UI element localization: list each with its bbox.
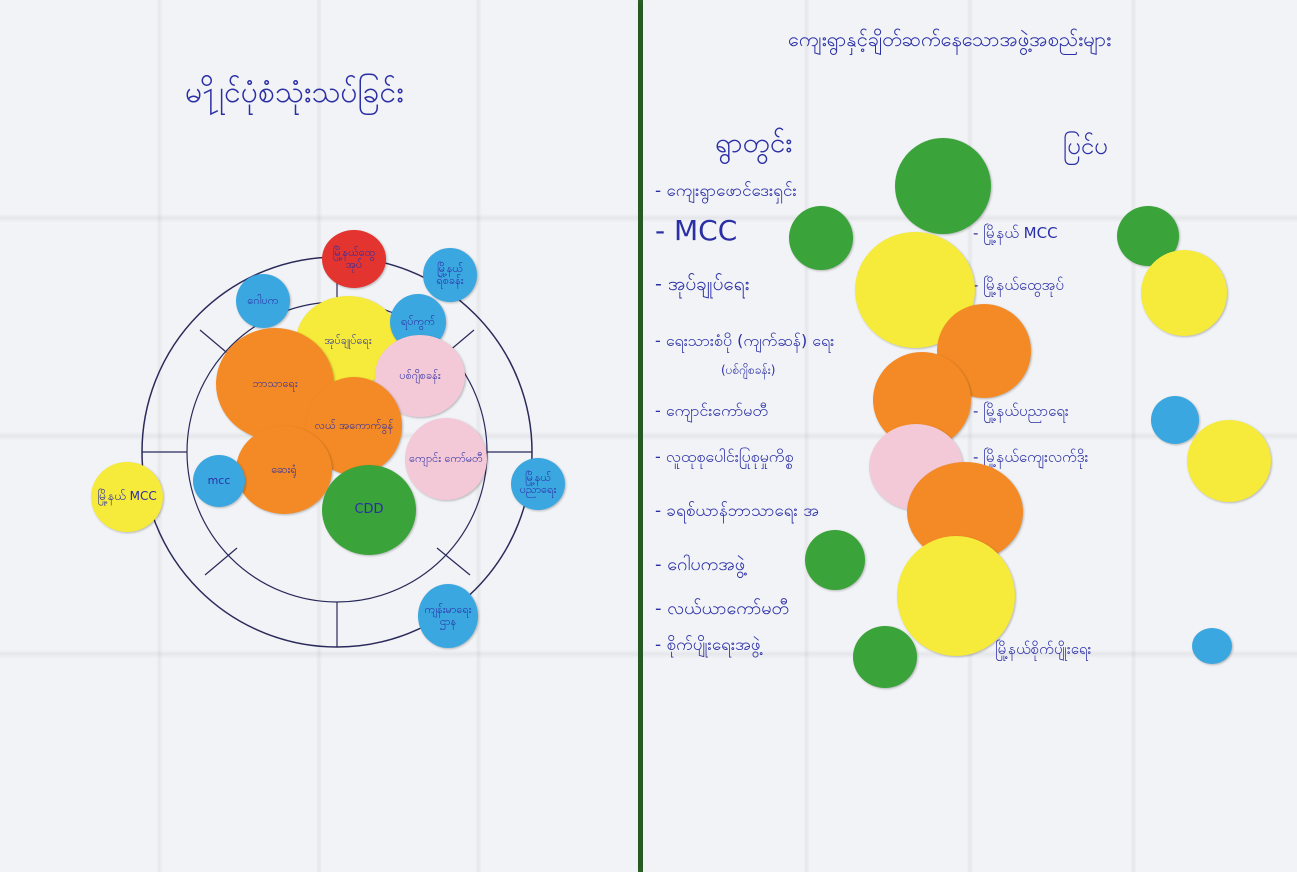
disc-gawpaka: ဂေါပက bbox=[236, 274, 290, 328]
item-cooperative: - ရေးသားစံပို (ကျက်ဆန်) ရေး bbox=[655, 331, 835, 350]
item-township-agriculture: မြို့နယ်စိုက်ပျိုးရေး bbox=[995, 640, 1092, 658]
item-township-education: - မြို့နယ်ပညာရေး bbox=[973, 402, 1069, 420]
item-community-care: - လူထုစုပေါင်းပြုစုမှုကိစ္စ bbox=[655, 447, 794, 466]
item-farm-committee: - လယ်ယာကော်မတီ bbox=[655, 598, 790, 619]
marker-blue-agriculture bbox=[1192, 628, 1232, 664]
disc-township-police: မြို့နယ်ရဲစခန်း bbox=[423, 248, 477, 302]
disc-school-committee: ကျောင်း ကော်မတီ bbox=[405, 418, 487, 500]
marker-yellow-rural-dev bbox=[1187, 420, 1271, 502]
disc-cdd: CDD bbox=[322, 465, 416, 555]
divider-lowleft bbox=[204, 547, 238, 576]
left-sheet-title: မ႑ိုင်ပုံစံသုံးသပ်ခြင်း bbox=[185, 75, 404, 110]
disc-township-education: မြို့နယ် ပညာရေး bbox=[511, 458, 565, 510]
marker-green-agriculture bbox=[853, 626, 917, 688]
disc-township-general-admin: မြို့နယ်ထွေအုပ် bbox=[322, 230, 386, 288]
item-township-rural-dev: - မြို့နယ်ကျေးလက်ဒိုး bbox=[973, 448, 1089, 466]
disc-hospital: ဆေးရုံ bbox=[236, 426, 332, 514]
item-police-post-note: (ပစ်ဂျိစခန်း) bbox=[721, 363, 776, 377]
item-christian-religion: - ခရစ်ယာန်ဘာသာရေး အ bbox=[655, 501, 819, 521]
marker-yellow-general-admin bbox=[1141, 250, 1227, 336]
item-administration: - အုပ်ချုပ်ရေး bbox=[655, 273, 750, 295]
disc-mcc: mcc bbox=[193, 455, 245, 507]
marker-green-large bbox=[895, 138, 991, 234]
marker-blue-education bbox=[1151, 396, 1199, 444]
disc-health-dept: ကျန်းမာရေး ဌာန bbox=[418, 584, 478, 648]
marker-green-gawpaka bbox=[805, 530, 865, 590]
right-poster-sheet: ကျေးရွာနှင့်ချိတ်ဆက်နေသောအဖွဲ့အစည်းများ … bbox=[643, 0, 1297, 872]
item-agriculture-group: - စိုက်ပျိုးရေးအဖွဲ့ bbox=[655, 635, 761, 655]
item-township-mcc: - မြို့နယ် MCC bbox=[973, 224, 1058, 242]
marker-green-mcc bbox=[789, 206, 853, 270]
column-heading-inside-village: ရွာတွင်း bbox=[715, 126, 793, 159]
column-heading-outside: ပြင်ပ bbox=[1063, 132, 1108, 160]
item-gawpaka-group: - ဂေါပကအဖွဲ့ bbox=[655, 554, 746, 575]
item-township-general-admin: - မြို့နယ်ထွေအုပ် bbox=[973, 276, 1064, 294]
disc-township-mcc: မြို့နယ် MCC bbox=[91, 462, 163, 532]
marker-yellow-lower bbox=[897, 536, 1015, 656]
item-mcc: - MCC bbox=[655, 214, 738, 247]
right-sheet-title: ကျေးရွာနှင့်ချိတ်ဆက်နေသောအဖွဲ့အစည်းများ bbox=[788, 27, 1112, 51]
divider-lowright bbox=[436, 547, 471, 576]
item-school-committee: - ကျောင်းကော်မတီ bbox=[655, 401, 768, 420]
left-poster-sheet: မ႑ိုင်ပုံစံသုံးသပ်ခြင်း မြို့နယ်ထွေအုပ် … bbox=[0, 0, 638, 872]
item-village-foundation: - ကျေးရွာ​ဖောင်ဒေးရှင်း bbox=[655, 181, 797, 201]
